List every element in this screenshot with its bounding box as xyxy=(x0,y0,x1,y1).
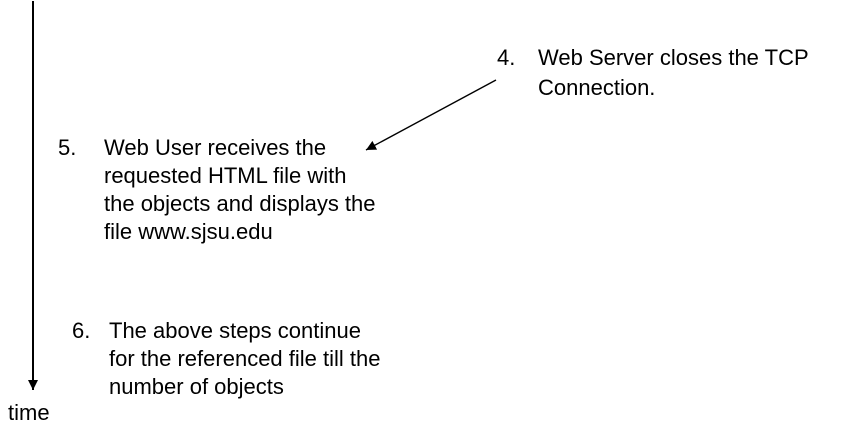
step-item-6: 6. The above steps continue for the refe… xyxy=(72,317,380,401)
step-6-text-line-3: number of objects xyxy=(109,374,284,399)
step-5-text: Web User receives the requested HTML fil… xyxy=(104,134,376,246)
step-item-4: 4. Web Server closes the TCP Connection. xyxy=(497,43,809,103)
step-6-text-line-2: for the referenced file till the xyxy=(109,346,381,371)
step-6-text: The above steps continue for the referen… xyxy=(109,317,380,401)
step-4-text: Web Server closes the TCP Connection. xyxy=(538,43,809,103)
step-5-text-line-2: requested HTML file with xyxy=(104,163,347,188)
step-item-5: 5. Web User receives the requested HTML … xyxy=(58,134,376,246)
step-5-text-line-3: the objects and displays the xyxy=(104,191,376,216)
step-6-text-line-1: The above steps continue xyxy=(109,318,361,343)
step-4-text-line-2: Connection. xyxy=(538,75,656,100)
step-4-text-line-1: Web Server closes the TCP xyxy=(538,45,809,70)
step-5-text-line-4: file www.sjsu.edu xyxy=(104,219,273,244)
time-axis-label: time xyxy=(8,400,50,425)
step-6-number: 6. xyxy=(72,318,91,343)
step-5-text-line-1: Web User receives the xyxy=(104,135,327,160)
step-4-number: 4. xyxy=(497,45,516,70)
step4-to-step5-pointer-arrow xyxy=(365,79,497,151)
step-5-number: 5. xyxy=(58,135,77,160)
